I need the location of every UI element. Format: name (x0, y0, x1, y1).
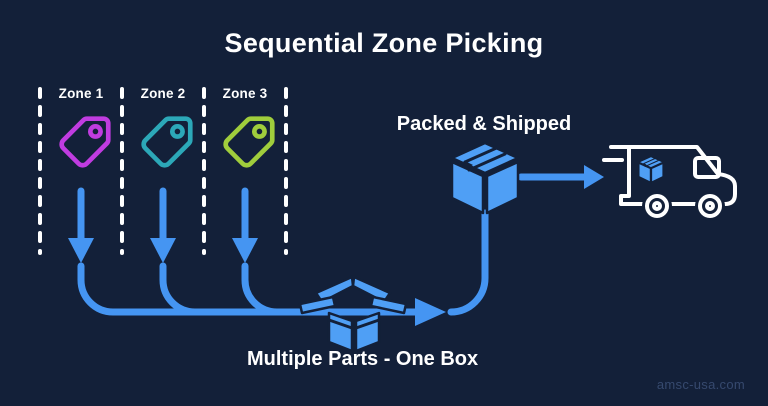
truck-window (693, 156, 721, 179)
zone-pick-arrows (68, 187, 258, 263)
zone-2-label: Zone 2 (140, 86, 186, 101)
zone-1-label: Zone 1 (58, 86, 104, 101)
zone-3-label: Zone 3 (222, 86, 268, 101)
page-title: Sequential Zone Picking (224, 28, 544, 58)
merge-flow-lines (77, 209, 489, 326)
flow-arrowhead (415, 298, 446, 326)
closed-box-icon (450, 141, 520, 215)
tag-icon (59, 116, 111, 168)
tag-icon (141, 116, 193, 168)
tag-icon (223, 116, 275, 168)
watermark: amsc-usa.com (656, 377, 745, 392)
open-box-icon (298, 275, 408, 353)
delivery-truck-icon (602, 145, 737, 221)
parcel-icon (638, 156, 664, 183)
ship-arrow (517, 165, 604, 189)
truck-wheel (695, 191, 725, 221)
multiple-parts-label: Multiple Parts - One Box (247, 348, 479, 370)
truck-wheel (642, 191, 672, 221)
zone-divider-lines (38, 87, 288, 255)
packed-shipped-label: Packed & Shipped (396, 113, 572, 135)
